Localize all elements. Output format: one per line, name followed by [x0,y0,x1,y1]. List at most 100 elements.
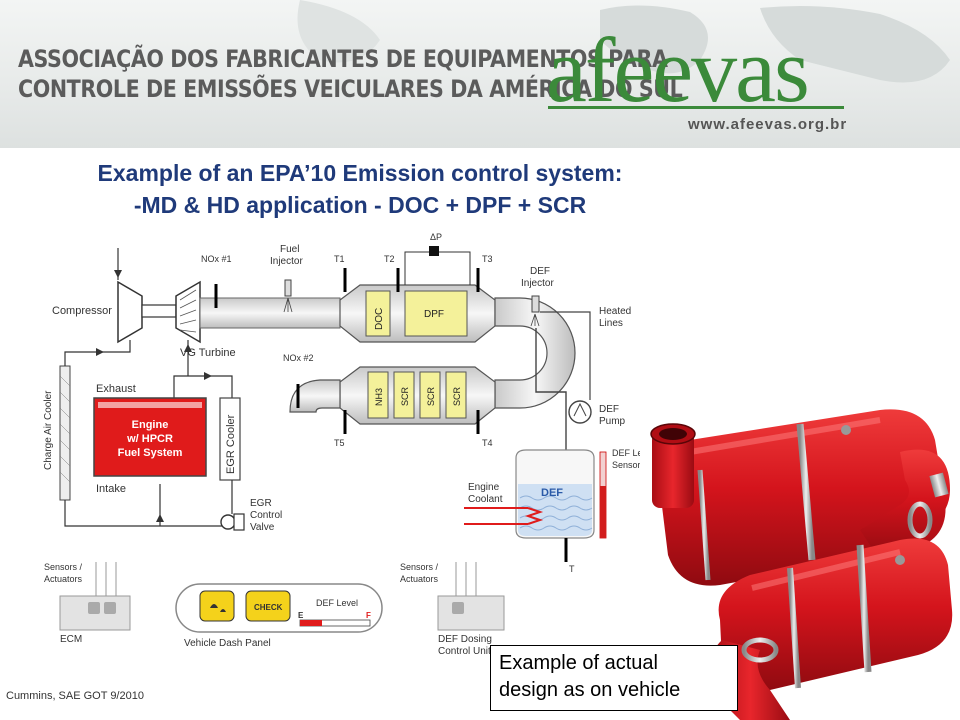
dcu-sensors-label-2: Actuators [400,574,439,584]
turbo-shaft [141,304,177,318]
check-label: CHECK [254,603,283,612]
t4-label: T4 [482,438,493,448]
intake-air-line [64,500,236,527]
dpf-label: DPF [424,309,444,320]
def-level-sensor-label-1: DEF Level [612,448,654,458]
heated-def-line [535,328,567,455]
turbocharger [114,248,201,344]
egr-valve [220,514,236,530]
compressor-wheel [117,280,143,344]
crossover-elbow [860,449,950,560]
inlet-stack [652,432,694,508]
fuel-injector [283,279,293,313]
fuel-injector-label-2: Injector [270,256,303,267]
def-warning-icon [199,590,235,622]
slide-title-line-1: Example of an EPA’10 Emission control sy… [97,160,623,186]
dash-panel-label: Vehicle Dash Panel [184,638,271,649]
engine-coolant-label-2: Coolant [468,494,503,505]
scr-label-3: SCR [452,386,462,406]
heated-line-2 [540,311,591,400]
aftertreatment-product-photo [640,390,960,720]
association-line-2: CONTROLE DE EMISSÕES VEICULARES DA AMÉRI… [18,75,683,103]
def-dosing-label-1: DEF Dosing [438,634,492,645]
scr-canister [339,366,496,425]
clamp-band-2 [697,469,711,581]
clamp-band-3 [856,544,872,673]
association-name: ASSOCIAÇÃO DOS FABRICANTES DE EQUIPAMENT… [18,44,683,104]
vg-turbine-label: VG Turbine [180,347,236,359]
charge-air-cooler-label: Charge Air Cooler [43,390,54,470]
callout-line-2: design as on vehicle [499,679,681,701]
exhaust-manifold-line [173,375,233,400]
nh3-substrate [367,371,389,419]
engine-label-2: w/ HPCR [126,433,173,445]
callout-line-1: Example of actual [499,652,658,674]
def-dosing-unit [437,595,505,631]
scr-substrate-1 [393,371,415,419]
t1-label: T1 [334,254,345,264]
t3-label: T3 [482,254,493,264]
def-pump-label-1: DEF [599,404,619,415]
vg-turbine-wheel [175,280,201,344]
delta-p-label: ΔP [430,232,442,242]
dpf-substrate [404,290,468,337]
tailpipe-elbow [289,379,341,413]
engine-label-3: Fuel System [118,447,183,459]
dcu-sensors-label-1: Sensors / [400,562,439,572]
check-engine-icon [245,590,291,622]
header-banner: ASSOCIAÇÃO DOS FABRICANTES DE EQUIPAMENT… [0,0,960,148]
doc-substrate [365,290,391,337]
def-tank-label: DEF [541,487,563,499]
def-level-label: DEF Level [316,598,358,608]
nox2-label: NOx #2 [283,353,314,363]
egr-cooler [219,397,241,481]
source-credit: Cummins, SAE GOT 9/2010 [6,690,144,702]
afeevas-logo: afeevas [546,19,810,121]
def-fluid [518,484,592,536]
doc-label: DOC [374,308,385,330]
t5-label: T5 [334,438,345,448]
slide-title-line-2: -MD & HD application - DOC + DPF + SCR [133,192,587,218]
scr-label-2: SCR [426,386,436,406]
scr-substrate-3 [445,371,467,419]
logo-underline [548,106,844,109]
ecm-sensors-label-1: Sensors / [44,562,83,572]
world-map-watermark [297,0,950,83]
website-url: www.afeevas.org.br [688,116,848,133]
egr-valve-label-3: Valve [250,522,275,533]
scr-substrate-2 [419,371,441,419]
clamp-band-1 [796,423,816,561]
nox1-label: NOx #1 [201,254,232,264]
delta-p-sensor [429,246,439,256]
u-bend-pipe [494,297,576,409]
def-pump [568,400,592,424]
association-line-1: ASSOCIAÇÃO DOS FABRICANTES DE EQUIPAMENT… [18,45,668,73]
def-level-sensor-label-2: Sensor [612,460,641,470]
gauge-e-label: E [298,611,304,620]
fuel-injector-label-1: Fuel [280,244,299,255]
engine-coolant-label-1: Engine [468,482,500,493]
actual-design-callout: Example of actual design as on vehicle [490,645,738,711]
intake-label: Intake [96,483,126,495]
scr-label-1: SCR [400,386,410,406]
engine-coolant-lines [464,507,544,525]
engine-label-1: Engine [132,419,169,431]
heated-lines-label-2: Lines [599,318,623,329]
def-pump-label-2: Pump [599,416,626,427]
nh3-label: NH3 [374,388,384,406]
heated-lines-label-1: Heated [599,306,631,317]
def-injector [530,295,540,327]
ecm-label: ECM [60,634,82,645]
egr-cooler-label: EGR Cooler [225,414,237,474]
exhaust-pipe-upper [199,297,341,329]
charge-air-cooler [59,365,71,501]
def-dosing-label-2: Control Unit [438,646,491,657]
tank-temp-label: T [569,564,575,574]
clamp-band-4 [787,567,801,689]
egr-valve-label-1: EGR [250,498,272,509]
t2-label: T2 [384,254,395,264]
ecm-sensors-label-2: Actuators [44,574,83,584]
egr-valve-label-2: Control [250,510,282,521]
def-injector-label-1: DEF [530,266,550,277]
